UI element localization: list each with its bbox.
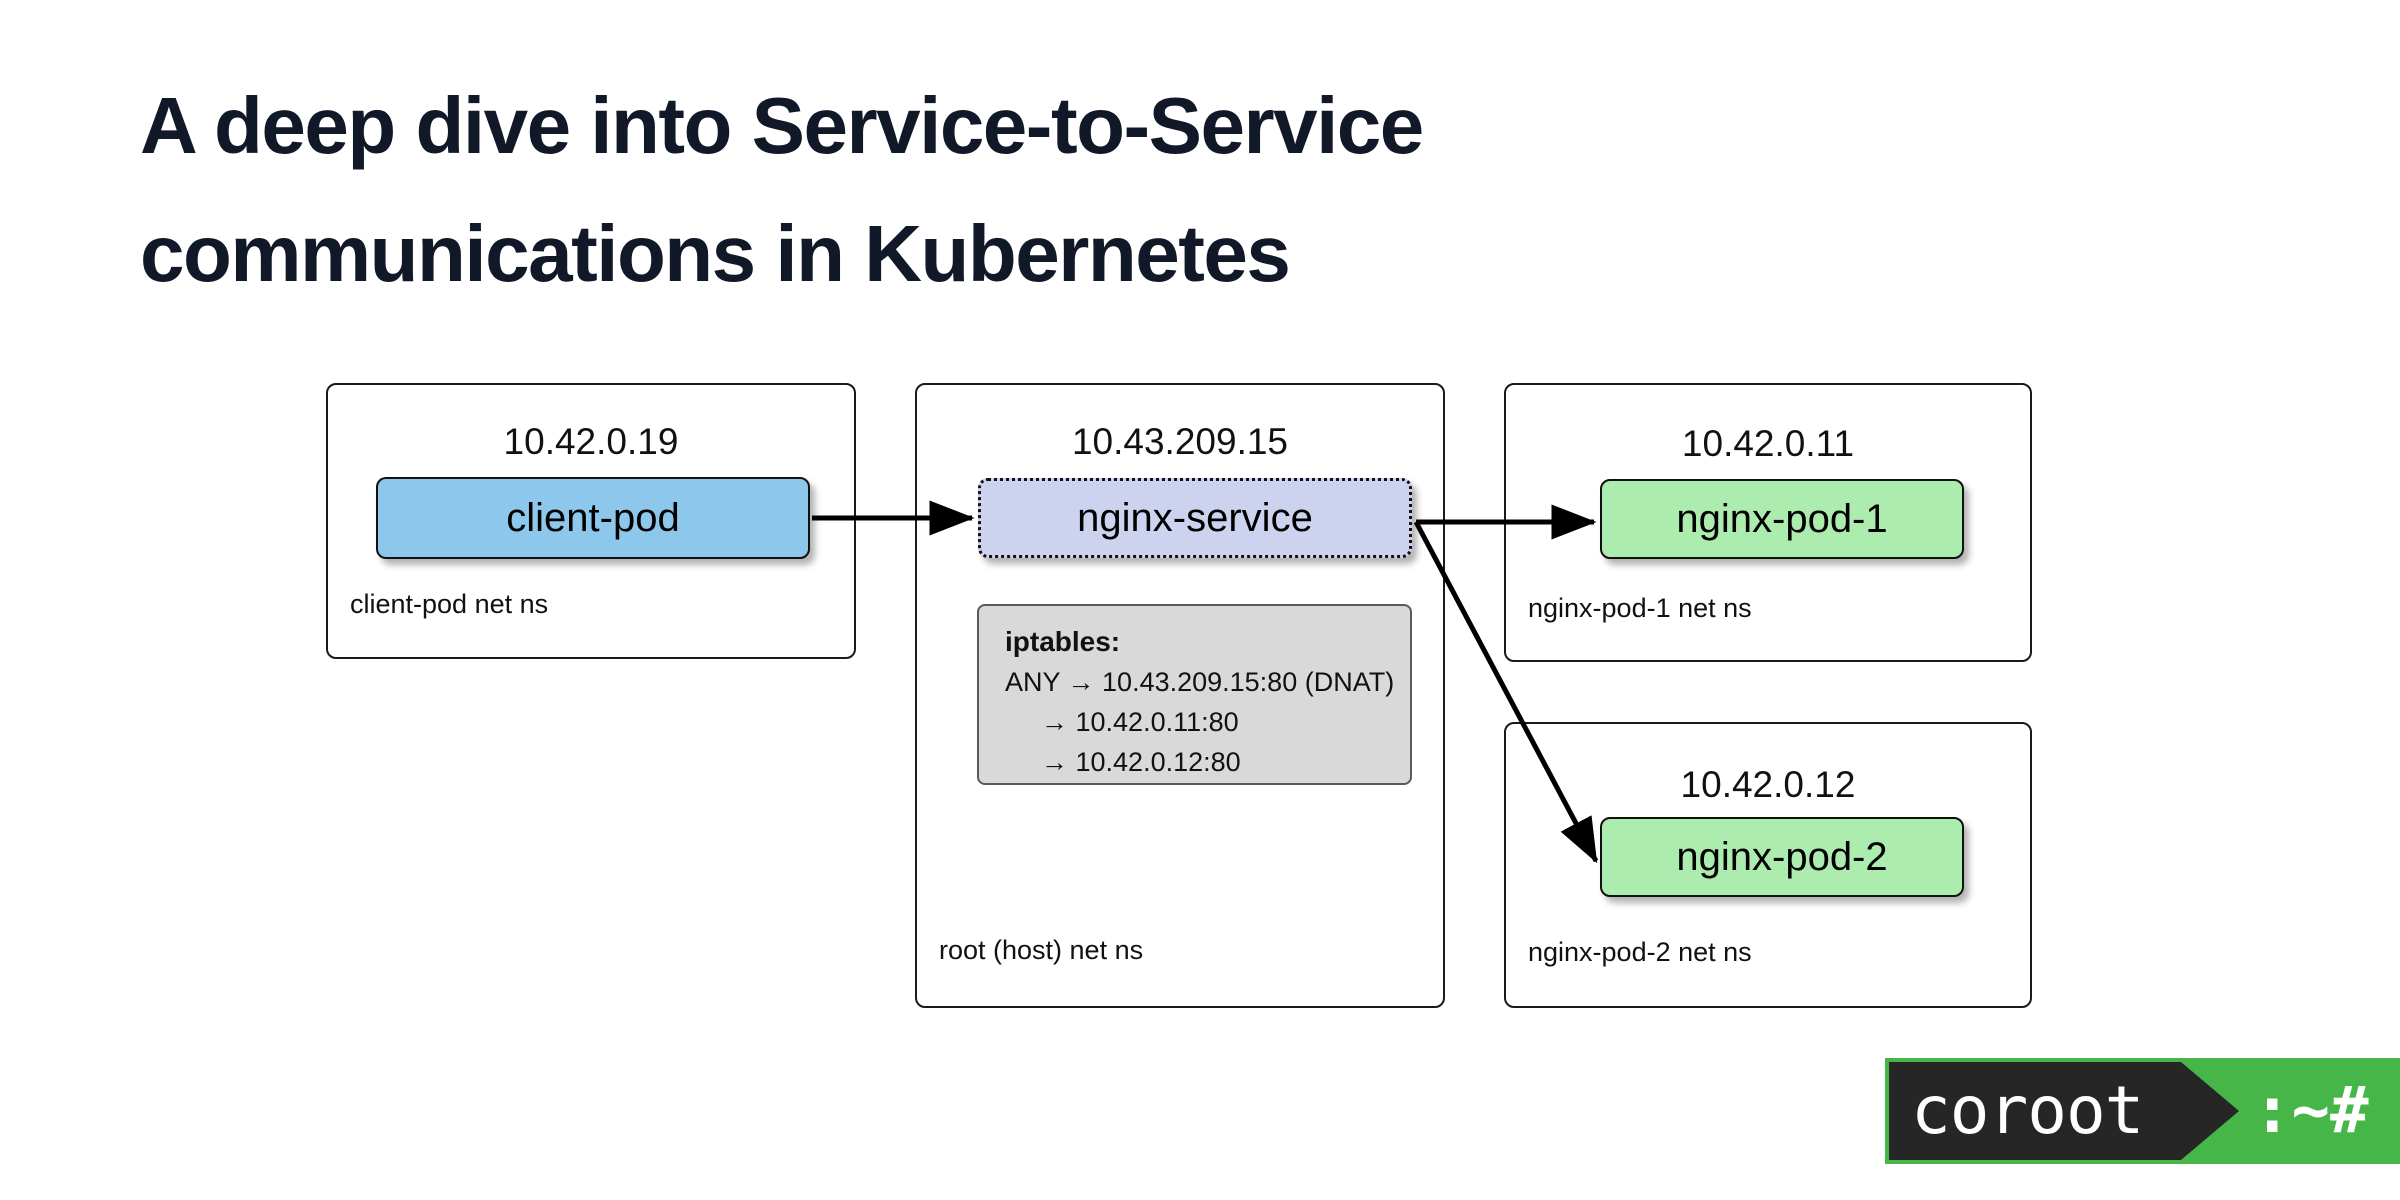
page-title: A deep dive into Service-to-Service comm…: [140, 81, 1424, 298]
iptables-target-1: → 10.42.0.11:80: [1041, 707, 1239, 737]
logo-shell-prompt: :~#: [2253, 1074, 2369, 1148]
node-nginx-pod-2[interactable]: nginx-pod-2: [1600, 817, 1964, 897]
namespace-label-client-pod: client-pod net ns: [350, 589, 549, 619]
namespace-label-root-host: root (host) net ns: [939, 935, 1144, 965]
namespace-label-nginx-pod-2: nginx-pod-2 net ns: [1528, 937, 1752, 967]
iptables-rule: ANY → 10.43.209.15:80 (DNAT): [1005, 667, 1395, 697]
logo-dark-panel: [1889, 1062, 2239, 1160]
coroot-logo: coroot :~#: [1885, 1058, 2400, 1164]
node-nginx-service[interactable]: nginx-service: [978, 478, 1412, 558]
namespace-ip-client-pod: 10.42.0.19: [503, 421, 679, 462]
node-client-pod[interactable]: client-pod: [376, 477, 810, 559]
iptables-title: iptables:: [1005, 626, 1121, 657]
namespace-ip-nginx-pod-1: 10.42.0.11: [1681, 423, 1855, 464]
logo-wordmark: coroot: [1911, 1072, 2144, 1149]
namespace-label-nginx-pod-1: nginx-pod-1 net ns: [1528, 593, 1752, 623]
node-nginx-pod-1[interactable]: nginx-pod-1: [1600, 479, 1964, 559]
iptables-target-2: → 10.42.0.12:80: [1041, 747, 1241, 777]
namespace-ip-nginx-pod-2: 10.42.0.12: [1680, 764, 1856, 805]
namespace-ip-nginx-service: 10.43.209.15: [1071, 421, 1289, 462]
iptables-panel: iptables: ANY → 10.43.209.15:80 (DNAT) →…: [977, 604, 1412, 785]
